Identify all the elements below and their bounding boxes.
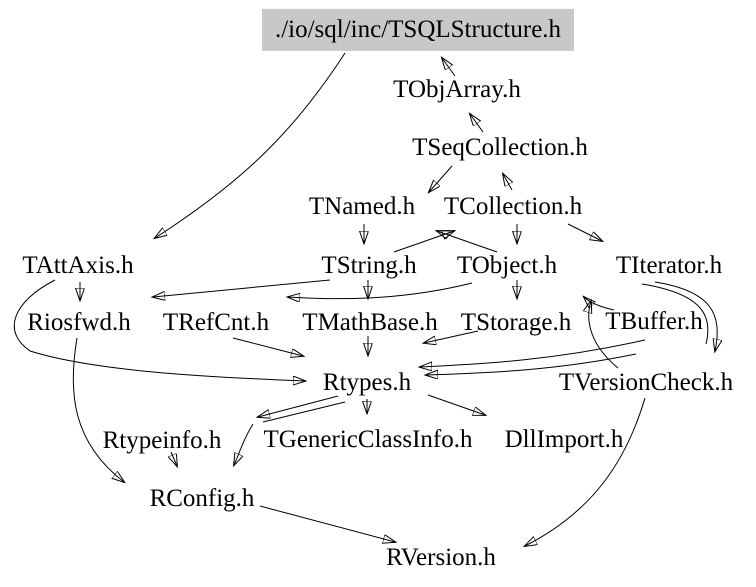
node-tstorage[interactable]: TStorage.h [460, 308, 572, 336]
edge-tattaxis-rtypes [13, 279, 305, 381]
node-tversioncheck[interactable]: TVersionCheck.h [558, 368, 734, 396]
edge-tbuffer-tobject [584, 297, 615, 311]
edge-tobjarray-tsqlstructure [442, 58, 456, 77]
edge-tseqcollection-tnamed [429, 165, 453, 192]
node-tsqlstructure[interactable]: ./io/sql/inc/TSQLStructure.h [261, 8, 575, 52]
edge-tcollection-tseqcollection [503, 174, 512, 191]
edge-tobject-trefcnt [288, 282, 473, 299]
edge-rconfig-rversion [259, 505, 395, 542]
node-tnamed[interactable]: TNamed.h [308, 192, 416, 220]
node-tseqcollection[interactable]: TSeqCollection.h [412, 133, 588, 161]
edge-tgenericclassinfo-rconfig [234, 423, 254, 465]
node-trefcnt[interactable]: TRefCnt.h [162, 308, 270, 336]
node-tbuffer[interactable]: TBuffer.h [605, 307, 703, 335]
edge-tversioncheck-rversion [525, 397, 646, 546]
node-rtypeinfo[interactable]: Rtypeinfo.h [102, 426, 222, 454]
node-tgenericclassinfo[interactable]: TGenericClassInfo.h [263, 425, 473, 453]
node-rconfig[interactable]: RConfig.h [149, 484, 255, 512]
edge-tseqcollection-tobjarray [470, 114, 484, 133]
node-dllimport[interactable]: DllImport.h [504, 425, 624, 453]
edge-rtypeinfo-rconfig [171, 451, 177, 466]
edge-trefcnt-rtypes [232, 337, 303, 356]
edge-tstring-tcollection [393, 231, 454, 253]
node-titerator[interactable]: TIterator.h [615, 251, 723, 279]
node-tobjarray[interactable]: TObjArray.h [393, 75, 521, 103]
edge-tversioncheck-rtypes [426, 353, 637, 375]
node-tattaxis[interactable]: TAttAxis.h [22, 251, 134, 279]
edge-tstorage-rtypes [424, 330, 479, 343]
edge-rtypes-tgenericclassinfo-b [262, 401, 346, 423]
edge-riosfwd-rconfig [72, 337, 124, 482]
node-riosfwd[interactable]: Riosfwd.h [27, 308, 131, 336]
edge-titerator-tversioncheck-inner [641, 283, 709, 345]
edge-titerator-tversioncheck-outer [654, 281, 717, 351]
node-rtypes[interactable]: Rtypes.h [322, 368, 412, 396]
edge-tsqlstructure-tattaxis [155, 52, 346, 238]
edge-rtypes-dllimport [427, 394, 485, 415]
node-rversion[interactable]: RVersion.h [386, 543, 496, 571]
edge-rtypes-tgenericclassinfo-a [258, 395, 339, 417]
node-tcollection[interactable]: TCollection.h [443, 192, 583, 220]
node-tobject[interactable]: TObject.h [456, 251, 558, 279]
edge-tbuffer-rtypes [420, 339, 646, 367]
edge-tstring-riosfwd [153, 279, 331, 297]
node-tmathbase[interactable]: TMathBase.h [302, 308, 438, 336]
edge-tcollection-titerator [567, 223, 602, 241]
node-tstring[interactable]: TString.h [321, 251, 417, 279]
edge-tversioncheck-tobject [589, 301, 619, 369]
